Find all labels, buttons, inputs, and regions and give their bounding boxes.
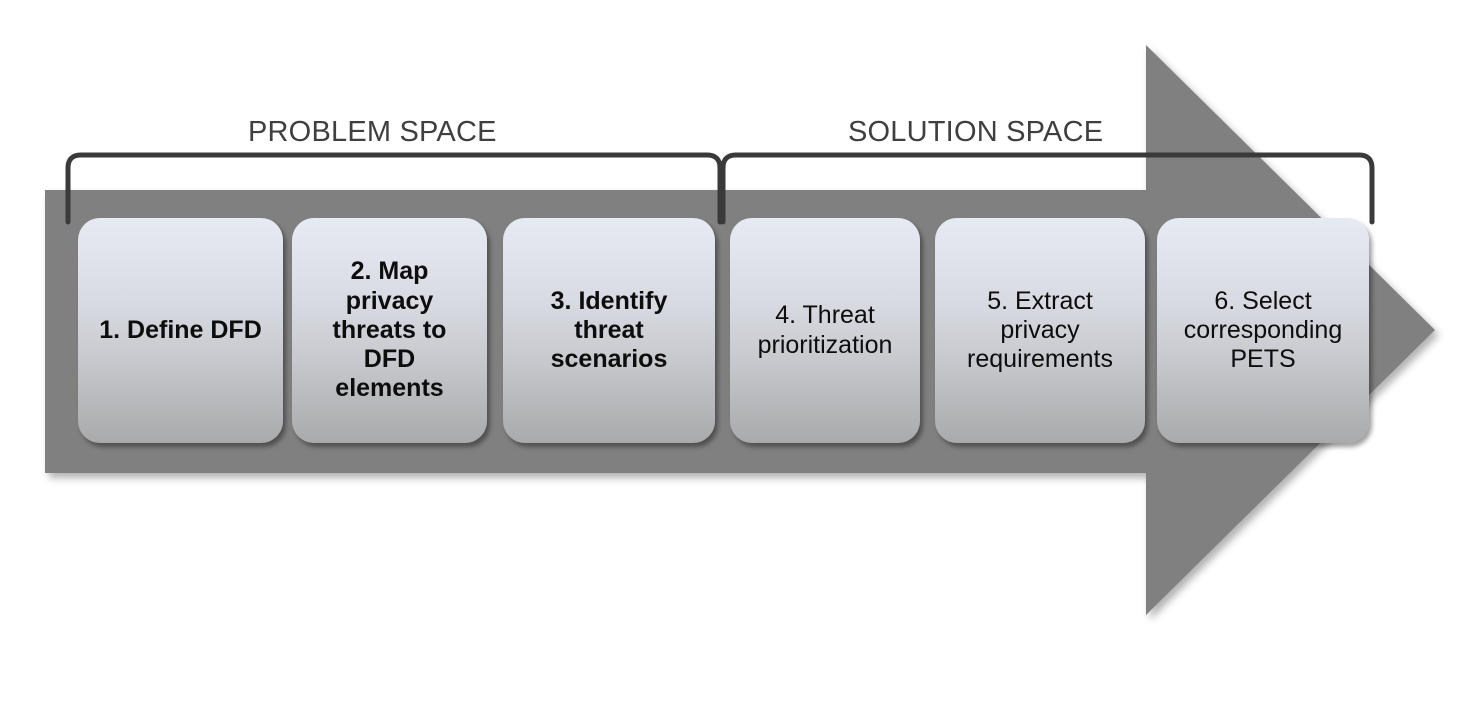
step-box-2[interactable]: 2. Map privacy threats to DFD elements — [292, 218, 487, 443]
step-label-2: 2. Map privacy threats to DFD elements — [332, 257, 447, 403]
step-box-4[interactable]: 4. Threat prioritization — [730, 218, 920, 443]
step-label-4: 4. Threat prioritization — [757, 301, 893, 359]
step-box-6[interactable]: 6. Select corresponding PETS — [1157, 218, 1369, 443]
step-label-5: 5. Extract privacy requirements — [967, 286, 1113, 374]
step-box-3[interactable]: 3. Identify threat scenarios — [503, 218, 715, 443]
solution-space-bracket — [720, 152, 1375, 225]
step-label-3: 3. Identify threat scenarios — [550, 286, 668, 374]
step-box-1[interactable]: 1. Define DFD — [78, 218, 283, 443]
step-label-1: 1. Define DFD — [99, 315, 262, 344]
phase-label-problem-space: PROBLEM SPACE — [248, 116, 497, 148]
phase-label-solution-space: SOLUTION SPACE — [848, 116, 1104, 148]
step-label-6: 6. Select corresponding PETS — [1183, 286, 1343, 374]
problem-space-bracket — [65, 152, 723, 225]
step-box-5[interactable]: 5. Extract privacy requirements — [935, 218, 1145, 443]
